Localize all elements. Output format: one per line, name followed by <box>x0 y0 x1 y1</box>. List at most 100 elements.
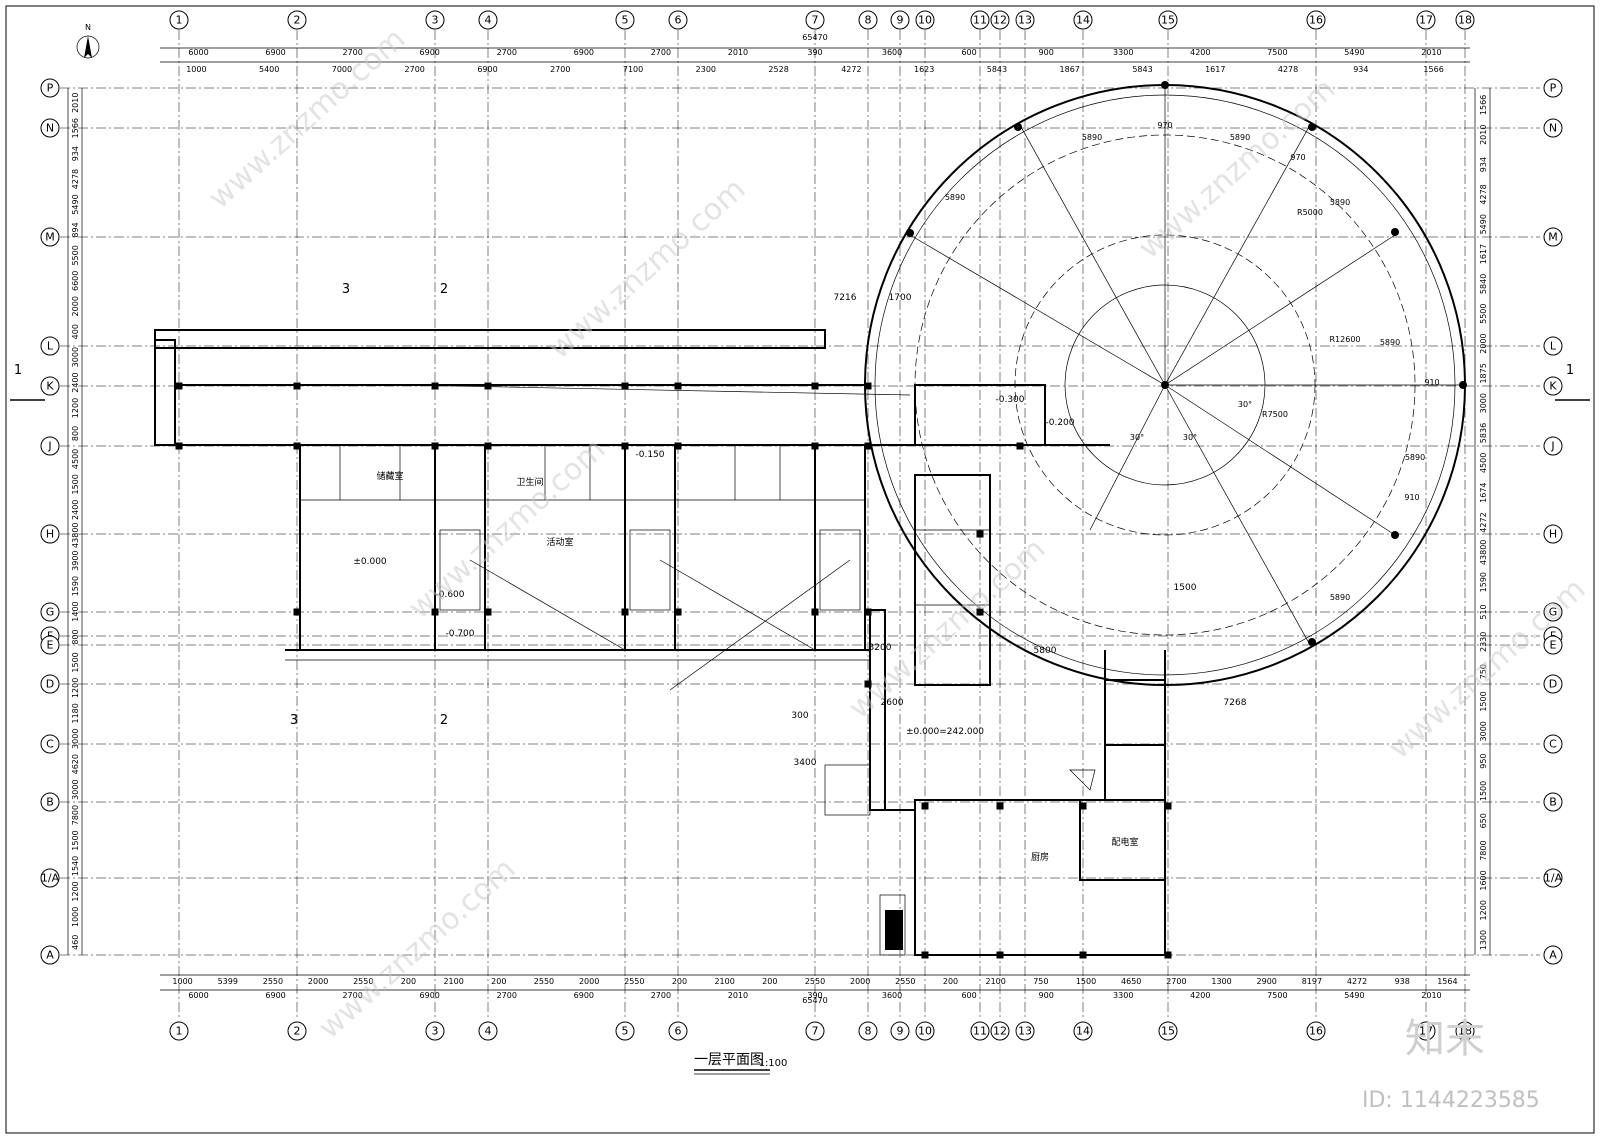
dimension-label: 1600 <box>1479 870 1488 890</box>
dimension-label: 2000 <box>1479 333 1488 353</box>
column <box>921 802 929 810</box>
svg-text:10: 10 <box>918 14 932 27</box>
radius-dim: R12600 <box>1329 335 1360 344</box>
svg-text:4: 4 <box>485 14 492 27</box>
axis-marker-10: 10 <box>915 10 935 30</box>
dimension-label: 200 <box>491 977 506 986</box>
axis-marker-N: N <box>1543 118 1563 138</box>
axis-marker-M: M <box>1543 227 1563 247</box>
column <box>431 442 439 450</box>
axis-marker-P: P <box>40 78 60 98</box>
dimension-label: 4272 <box>1479 512 1488 532</box>
svg-text:2: 2 <box>294 14 301 27</box>
svg-text:9: 9 <box>897 1025 904 1038</box>
radius-dim: R5000 <box>1297 208 1323 217</box>
axis-marker-A: A <box>40 945 60 965</box>
dimension-label: 1590 <box>1479 572 1488 592</box>
kitchen <box>914 799 1166 956</box>
svg-text:12: 12 <box>993 1025 1007 1038</box>
dimension-label: 5490 <box>1344 48 1364 57</box>
dimension-label: 2550 <box>624 977 644 986</box>
dimension-label: 390 <box>807 48 822 57</box>
svg-text:5: 5 <box>622 1025 629 1038</box>
axis-marker-2: 2 <box>287 10 307 30</box>
svg-text:K: K <box>46 380 54 393</box>
dimension-label: 938 <box>1395 977 1410 986</box>
dimension-chain-left: 2010156693442785490894550066002000400300… <box>71 93 80 950</box>
svg-text:6: 6 <box>675 1025 682 1038</box>
dimension-label: 6900 <box>420 48 440 57</box>
dimension-label: 390 <box>807 991 822 1000</box>
dimension-label: 5836 <box>1479 423 1488 443</box>
radius-dim: R7500 <box>1262 410 1288 419</box>
dimension-label: 1500 <box>1076 977 1096 986</box>
svg-text:J: J <box>1550 440 1554 453</box>
dimension-label: 2000 <box>308 977 328 986</box>
axis-marker-15: 15 <box>1158 10 1178 30</box>
axis-marker-G: G <box>40 602 60 622</box>
svg-text:L: L <box>1550 340 1557 353</box>
svg-text:3: 3 <box>432 14 439 27</box>
drawing-title-block: 一层平面图 1:100 <box>694 1052 788 1075</box>
column <box>1079 802 1087 810</box>
dimension-label: 5840 <box>1479 274 1488 294</box>
level-mark: -0.600 <box>435 590 464 600</box>
dimension-label: 1300 <box>1479 930 1488 950</box>
axis-marker-8: 8 <box>858 1021 878 1041</box>
axis-marker-7: 7 <box>805 10 825 30</box>
svg-text:18: 18 <box>1458 1025 1472 1038</box>
dimension-label: 2300 <box>696 65 716 74</box>
dimension-label: 2000 <box>71 296 80 316</box>
dimension-label: 7800 <box>1479 840 1488 860</box>
axis-marker-1/A: 1/A <box>1543 868 1563 888</box>
dim-label: 7216 <box>834 293 857 303</box>
column <box>293 382 301 390</box>
drawing-scale: 1:100 <box>759 1058 788 1069</box>
arc-dim: 5890 <box>1405 453 1425 462</box>
dimension-label: 800 <box>71 426 80 441</box>
dimension-label: 460 <box>71 935 80 950</box>
dimension-label: 934 <box>1479 157 1488 172</box>
dimension-label: 5490 <box>1344 991 1364 1000</box>
dim-label: 1700 <box>889 293 912 303</box>
room-label: 配电室 <box>1111 836 1138 848</box>
svg-text:D: D <box>46 678 54 691</box>
dimension-label: 1867 <box>1060 65 1080 74</box>
axis-marker-H: H <box>1543 524 1563 544</box>
dimension-label: 6900 <box>477 65 497 74</box>
axis-marker-1/A: 1/A <box>40 868 60 888</box>
corridor-roof-line <box>154 329 826 349</box>
level-mark: -0.700 <box>445 629 474 639</box>
axis-marker-H: H <box>40 524 60 544</box>
dimension-label: 1566 <box>71 118 80 138</box>
axis-marker-3: 3 <box>425 1021 445 1041</box>
column <box>864 382 872 390</box>
dimension-label: 4272 <box>1347 977 1367 986</box>
axis-marker-11: 11 <box>970 10 990 30</box>
column <box>674 382 682 390</box>
column <box>811 382 819 390</box>
dimension-label: 2550 <box>353 977 373 986</box>
svg-text:15: 15 <box>1161 14 1175 27</box>
svg-text:17: 17 <box>1419 14 1433 27</box>
dimension-label: 750 <box>1479 664 1488 679</box>
column <box>621 442 629 450</box>
dimension-label: 200 <box>762 977 777 986</box>
dimension-label: 1200 <box>71 678 80 698</box>
dimension-label: 2700 <box>405 65 425 74</box>
storage-rooms <box>914 474 991 686</box>
dimension-label: 1300 <box>1211 977 1231 986</box>
dim-label: 5800 <box>1034 646 1057 656</box>
svg-text:G: G <box>46 606 55 619</box>
axis-marker-14: 14 <box>1073 1021 1093 1041</box>
watermark: www.znzmo.com <box>312 852 522 1046</box>
column <box>175 382 183 390</box>
dimension-label: 2010 <box>1421 991 1441 1000</box>
dimension-label: 650 <box>1479 813 1488 828</box>
dimension-label: 2528 <box>768 65 788 74</box>
total-dim-top: 65470 <box>802 33 827 42</box>
